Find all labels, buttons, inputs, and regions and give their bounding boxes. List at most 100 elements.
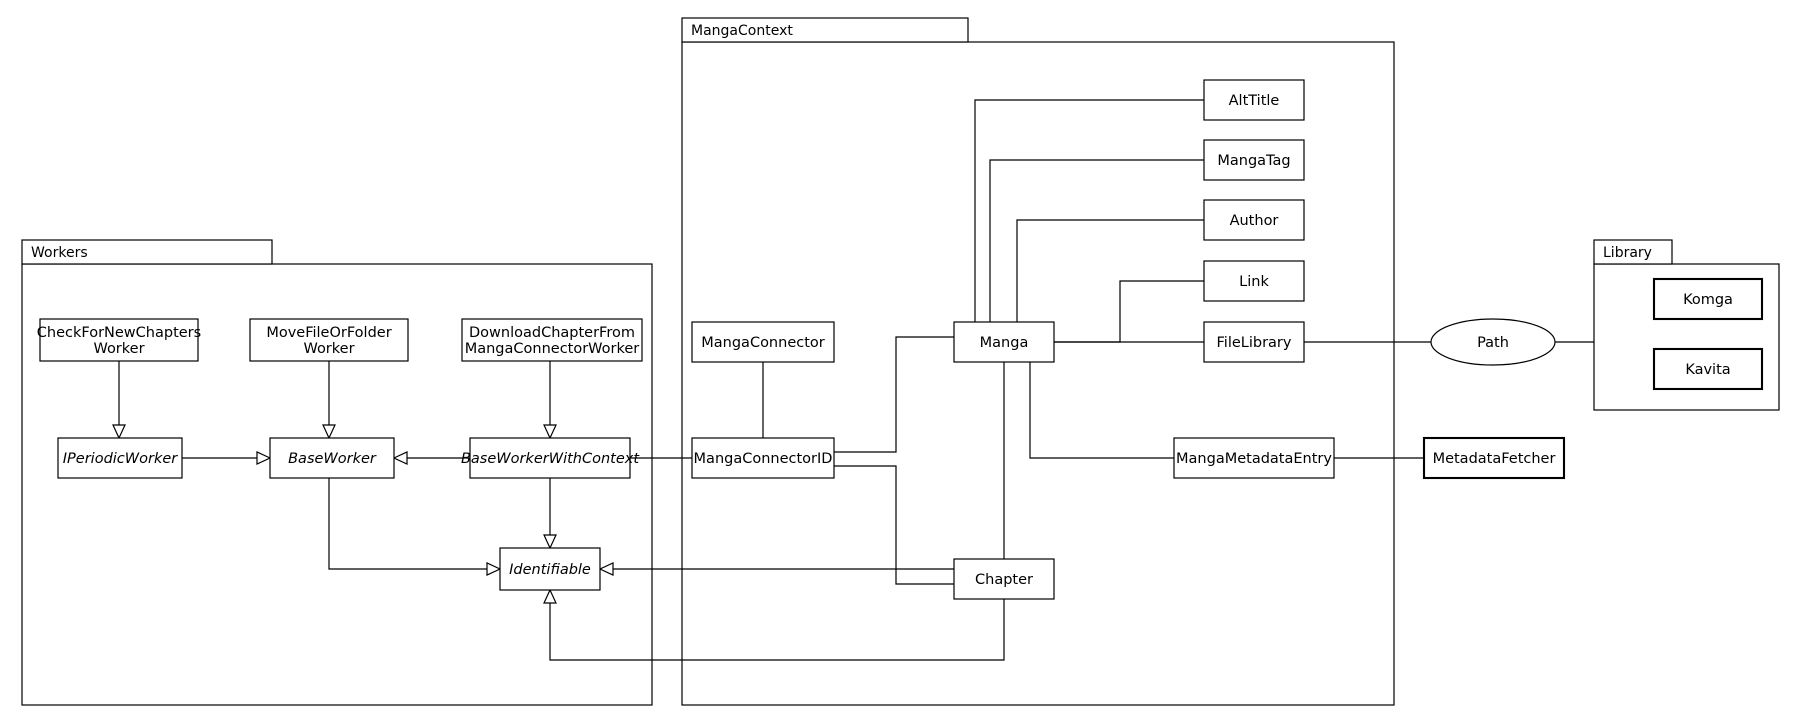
class-box[interactable] — [1203, 79, 1305, 121]
class-label: MangaConnectorID — [694, 451, 833, 467]
class-node-kavita[interactable]: Kavita — [1652, 347, 1764, 391]
edge-line — [974, 99, 1204, 322]
inheritance-arrowhead-icon — [543, 588, 557, 604]
class-box[interactable] — [1203, 260, 1305, 302]
class-box[interactable] — [249, 318, 409, 362]
class-box[interactable] — [269, 437, 395, 479]
class-node-alttitle[interactable]: AltTitle — [1203, 79, 1305, 121]
class-box[interactable] — [1173, 437, 1335, 479]
edge-line — [1054, 280, 1204, 343]
class-node-mangaconnectorid[interactable]: MangaConnectorID — [691, 437, 835, 479]
class-node-baseworker[interactable]: BaseWorker — [269, 437, 395, 479]
class-label: Komga — [1683, 292, 1733, 308]
class-box[interactable] — [499, 547, 601, 591]
edge-manga-to-mangametadataentry — [1029, 362, 1174, 459]
class-box[interactable] — [1422, 436, 1566, 480]
class-label: Author — [1230, 213, 1279, 229]
package-label: Workers — [31, 245, 88, 261]
class-label: Kavita — [1685, 362, 1730, 378]
class-node-baseworkerwithcontext[interactable]: BaseWorkerWithContext — [461, 437, 640, 479]
class-box[interactable] — [953, 321, 1055, 363]
edge-line — [1029, 362, 1174, 459]
inheritance-arrowhead-icon — [392, 451, 408, 465]
class-node-identifiable[interactable]: Identifiable — [499, 547, 601, 591]
class-box[interactable] — [1203, 199, 1305, 241]
class-box[interactable] — [691, 437, 835, 479]
edge-line — [989, 159, 1204, 322]
edge-iperiodicworker-to-baseworker — [182, 451, 272, 465]
class-node-iperiodicworker[interactable]: IPeriodicWorker — [57, 437, 183, 479]
inheritance-arrowhead-icon — [543, 534, 557, 550]
class-label: MetadataFetcher — [1433, 451, 1556, 467]
edge-line — [834, 465, 954, 585]
class-label: BaseWorker — [288, 451, 377, 467]
class-box[interactable] — [39, 318, 199, 362]
edge-manga-to-alttitle — [974, 99, 1204, 322]
class-node-link[interactable]: Link — [1203, 260, 1305, 302]
class-label: Identifiable — [509, 562, 591, 578]
class-box[interactable] — [691, 321, 835, 363]
class-box[interactable] — [953, 558, 1055, 600]
class-label: MangaMetadataEntry — [1176, 451, 1332, 467]
package-label: MangaContext — [691, 23, 793, 39]
inheritance-arrowhead-icon — [256, 451, 272, 465]
edge-baseworker-to-identifiable — [328, 478, 502, 576]
class-node-mangatag[interactable]: MangaTag — [1203, 139, 1305, 181]
class-label: AltTitle — [1229, 93, 1280, 109]
edge-mangaconnectorid-to-chapter — [834, 465, 954, 585]
package-workers: Workers — [21, 239, 653, 706]
edge-baseworkerwithcontext-to-baseworker — [392, 451, 470, 465]
inheritance-arrowhead-icon — [112, 424, 126, 440]
class-label: MangaTag — [1217, 153, 1290, 169]
ellipse-node-path[interactable]: Path — [1430, 318, 1556, 366]
edge-manga-to-author — [1016, 219, 1204, 322]
class-node-manga[interactable]: Manga — [953, 321, 1055, 363]
package-body — [21, 263, 653, 706]
class-label: IPeriodicWorker — [63, 451, 178, 467]
class-label: MangaConnector — [701, 335, 825, 351]
class-node-komga[interactable]: Komga — [1652, 277, 1764, 321]
class-label: FileLibrary — [1217, 335, 1292, 351]
package-label: Library — [1603, 245, 1652, 261]
inheritance-arrowhead-icon — [322, 424, 336, 440]
edge-checkfornewchaptersworker-to-iperiodicworker — [112, 361, 126, 440]
edge-chapter-bottom-to-identifiable — [543, 588, 1005, 661]
edges-layer — [112, 99, 1594, 661]
class-box[interactable] — [469, 437, 631, 479]
class-box[interactable] — [1652, 277, 1764, 321]
edge-downloadchapterfrommangaconnectorworker-to-baseworkerwithcontext — [543, 361, 557, 440]
class-box[interactable] — [461, 318, 643, 362]
class-box[interactable] — [1203, 321, 1305, 363]
class-node-mangametadataentry[interactable]: MangaMetadataEntry — [1173, 437, 1335, 479]
edge-movefileorfolderworker-to-baseworker — [322, 361, 336, 440]
class-box[interactable] — [1652, 347, 1764, 391]
inheritance-arrowhead-icon — [486, 562, 502, 576]
package-tab — [1593, 239, 1673, 265]
class-label: Chapter — [975, 572, 1033, 588]
class-label: BaseWorkerWithContext — [461, 451, 640, 467]
inheritance-arrowhead-icon — [543, 424, 557, 440]
package-body — [681, 41, 1395, 706]
edge-chapter-to-identifiable — [598, 562, 954, 576]
class-node-mangaconnector[interactable]: MangaConnector — [691, 321, 835, 363]
edge-manga-to-mangatag — [989, 159, 1204, 322]
class-node-metadatafetcher[interactable]: MetadataFetcher — [1422, 436, 1566, 480]
ellipse-shape[interactable] — [1430, 318, 1556, 366]
package-library: Library — [1593, 239, 1780, 411]
class-box[interactable] — [57, 437, 183, 479]
class-node-filelibrary[interactable]: FileLibrary — [1203, 321, 1305, 363]
edge-line — [549, 599, 1005, 661]
ellipse-label: Path — [1477, 335, 1509, 351]
class-box[interactable] — [1203, 139, 1305, 181]
package-tab — [21, 239, 273, 265]
class-node-author[interactable]: Author — [1203, 199, 1305, 241]
class-node-chapter[interactable]: Chapter — [953, 558, 1055, 600]
